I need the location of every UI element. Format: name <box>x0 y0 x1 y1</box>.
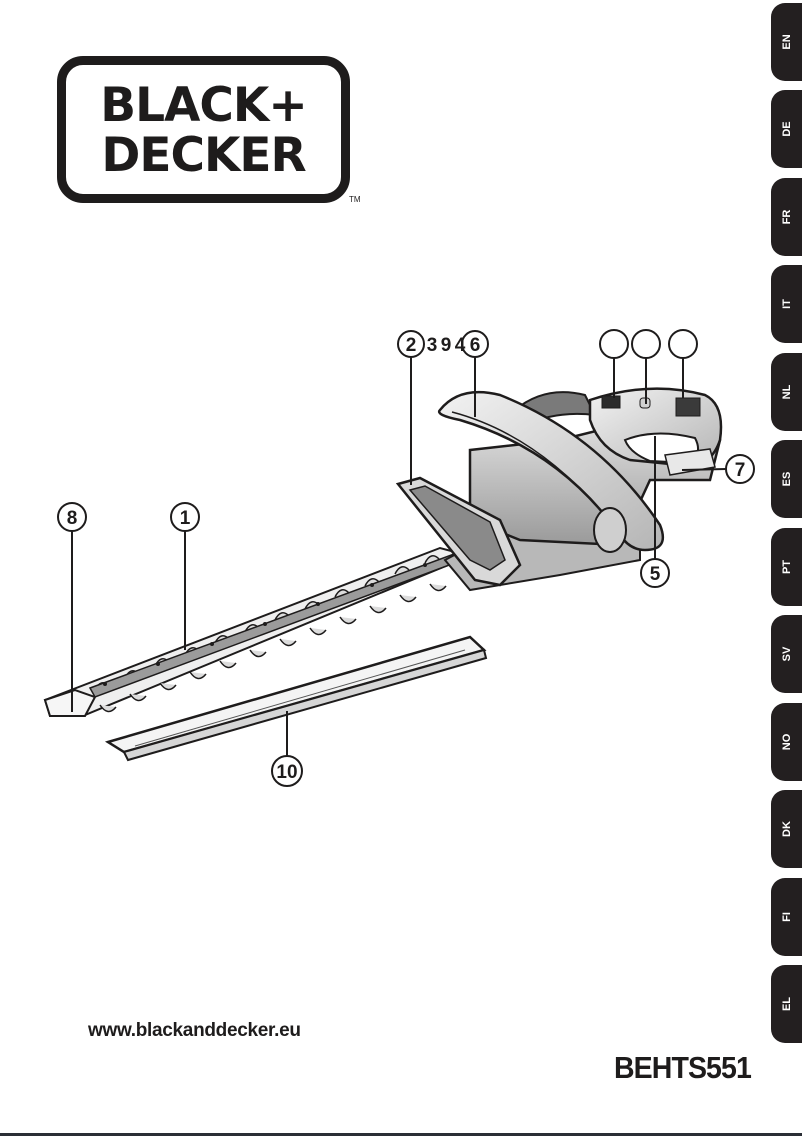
callout-5: 5 <box>650 564 661 585</box>
blade-sheath <box>104 635 488 762</box>
blade <box>43 546 474 718</box>
tab-en[interactable]: EN <box>771 3 802 81</box>
callout-4: 4 <box>455 335 466 356</box>
brand-logo: BLACK+ DECKER <box>57 56 350 203</box>
tab-no[interactable]: NO <box>771 703 802 781</box>
tab-sv[interactable]: SV <box>771 615 802 693</box>
callout-3: 3 <box>427 335 438 356</box>
bottom-divider <box>0 1133 802 1136</box>
callout-labels: 2 3 9 4 6 7 5 8 1 10 <box>67 335 746 783</box>
website-link[interactable]: www.blackanddecker.eu <box>88 1020 301 1041</box>
language-tabs: EN DE FR IT NL ES PT SV NO DK FI EL <box>771 0 802 1060</box>
trademark-mark: TM <box>349 195 361 204</box>
tab-fr[interactable]: FR <box>771 178 802 256</box>
trimmer-body <box>395 387 723 592</box>
callout-6: 6 <box>470 335 481 356</box>
callout-10: 10 <box>276 762 297 783</box>
tab-de[interactable]: DE <box>771 90 802 168</box>
logo-text-decker: DECKER <box>101 128 306 183</box>
callouts <box>57 329 755 787</box>
tab-dk[interactable]: DK <box>771 790 802 868</box>
tab-el[interactable]: EL <box>771 965 802 1043</box>
model-number: BEHTS551 <box>614 1050 752 1085</box>
callout-9: 9 <box>441 335 452 356</box>
tab-pt[interactable]: PT <box>771 528 802 606</box>
tab-es[interactable]: ES <box>771 440 802 518</box>
tab-it[interactable]: IT <box>771 265 802 343</box>
callout-2: 2 <box>406 335 417 356</box>
tab-fi[interactable]: FI <box>771 878 802 956</box>
callout-7: 7 <box>735 460 746 481</box>
logo-text-black: BLACK+ <box>100 78 307 133</box>
callout-1: 1 <box>180 508 191 529</box>
tab-nl[interactable]: NL <box>771 353 802 431</box>
callout-8: 8 <box>67 508 78 529</box>
